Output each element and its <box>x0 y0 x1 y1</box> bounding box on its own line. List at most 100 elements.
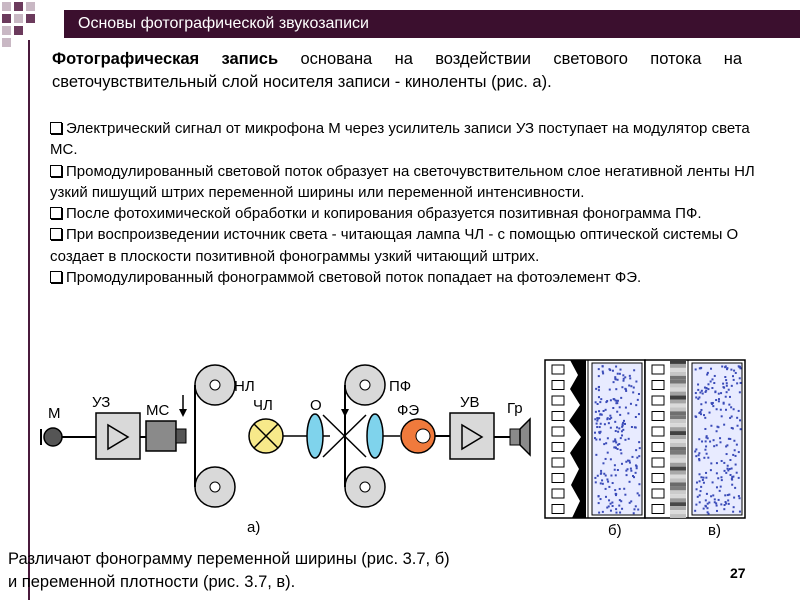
grain-dot <box>608 388 611 391</box>
grain-dot <box>615 365 618 368</box>
grain-dot <box>717 498 720 501</box>
page-number: 27 <box>730 565 746 581</box>
film-perforation <box>551 426 565 437</box>
grain-dot <box>701 440 704 443</box>
grain-dot <box>698 396 701 399</box>
grain-dot <box>630 469 633 472</box>
grain-dot <box>719 408 722 411</box>
grain-dot <box>632 512 635 515</box>
grain-dot <box>697 388 700 391</box>
film-perforation <box>651 457 665 468</box>
grain-dot <box>732 378 735 381</box>
density-stripe <box>670 454 686 459</box>
grain-dot <box>706 511 709 514</box>
grain-dot <box>601 510 604 513</box>
grain-dot <box>719 437 722 440</box>
grain-dot <box>727 437 730 440</box>
grain-dot <box>721 365 724 368</box>
grain-dot <box>725 391 728 394</box>
grain-dot <box>694 450 697 453</box>
amplifier-uv-box <box>449 412 495 460</box>
grain-dot <box>614 438 617 441</box>
grain-dot <box>602 409 605 412</box>
grain-dot <box>613 464 616 467</box>
grain-dot <box>597 386 600 389</box>
bullet-item: Промодулированный фонограммой световой п… <box>50 267 780 288</box>
grain-dot <box>737 409 740 412</box>
grain-dot <box>622 377 625 380</box>
grain-dot <box>723 461 726 464</box>
grain-dot <box>715 472 718 475</box>
grain-dot <box>611 482 614 485</box>
grain-dot <box>633 369 636 372</box>
density-stripe <box>670 423 686 428</box>
grain-dot <box>594 418 597 421</box>
grain-dot <box>614 376 617 379</box>
film-perforation <box>651 426 665 437</box>
grain-dot <box>717 398 720 401</box>
grain-dot <box>735 443 738 446</box>
variable-width-track <box>569 360 586 518</box>
grain-dot <box>614 377 617 380</box>
grain-dot <box>595 453 598 456</box>
left-accent-line <box>28 40 30 600</box>
grain-dot <box>627 412 630 415</box>
grain-dot <box>615 426 618 429</box>
density-stripe <box>670 498 686 503</box>
grain-dot <box>725 384 728 387</box>
grain-dot <box>604 457 607 460</box>
grain-dot <box>738 391 741 394</box>
bullet-item: Электрический сигнал от микрофона М чере… <box>50 120 750 159</box>
grain-dot <box>710 367 713 370</box>
grain-dot <box>606 478 609 481</box>
grain-dot <box>701 392 704 395</box>
grain-dot <box>710 495 713 498</box>
grain-dot <box>633 508 636 511</box>
grain-dot <box>734 463 737 466</box>
grain-dot <box>616 378 619 381</box>
grain-dot <box>620 430 623 433</box>
grain-dot <box>700 476 703 479</box>
grain-dot <box>601 365 604 368</box>
grain-dot <box>621 386 624 389</box>
grain-dot <box>724 365 727 368</box>
grain-dot <box>622 421 625 424</box>
density-stripe <box>670 419 686 424</box>
grain-dot <box>739 428 742 431</box>
density-stripe <box>670 439 686 443</box>
grain-dot <box>620 396 623 399</box>
grain-dot <box>621 507 624 510</box>
density-stripe <box>670 458 686 463</box>
grain-dot <box>705 387 708 390</box>
grain-dot <box>633 426 636 429</box>
grain-dot <box>704 416 707 419</box>
film-perforation <box>551 411 565 421</box>
grain-dot <box>706 437 709 440</box>
grain-dot <box>615 508 618 511</box>
film-perforation <box>551 504 565 514</box>
grain-dot <box>611 505 614 508</box>
grain-dot <box>594 437 597 440</box>
grain-dot <box>621 423 624 426</box>
grain-dot <box>606 437 609 440</box>
grain-dot <box>614 399 617 402</box>
density-stripe <box>670 474 686 479</box>
grain-dot <box>605 401 608 404</box>
grain-dot <box>621 425 624 428</box>
grain-dot <box>730 406 733 409</box>
grain-dot <box>703 414 706 417</box>
grain-dot <box>709 440 712 443</box>
grain-dot <box>625 460 628 463</box>
grain-dot <box>713 501 716 504</box>
density-stripe <box>670 435 686 439</box>
grain-dot <box>728 468 731 471</box>
film-perforation <box>551 488 565 499</box>
grain-dot <box>732 475 735 478</box>
grain-dot <box>709 469 712 472</box>
grain-dot <box>628 501 631 504</box>
grain-dot <box>702 507 705 510</box>
grain-dot <box>712 494 715 497</box>
grain-dot <box>719 485 722 488</box>
grain-dot <box>720 503 723 506</box>
grain-dot <box>713 374 716 377</box>
